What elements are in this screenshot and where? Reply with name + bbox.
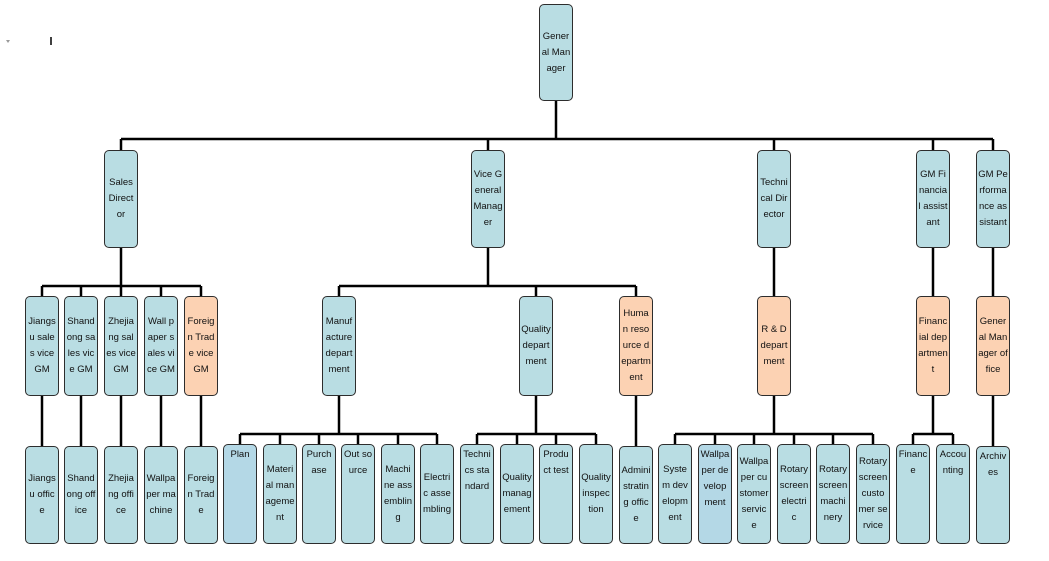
node-administrating-office: Administrating office xyxy=(619,446,653,544)
node-rnd-department: R & D department xyxy=(757,296,791,396)
node-accounting: Accounting xyxy=(936,444,970,544)
node-financial-department: Financial department xyxy=(916,296,950,396)
node-system-development: System development xyxy=(658,444,692,544)
node-plan: Plan xyxy=(223,444,257,544)
node-archives: Archives xyxy=(976,446,1010,544)
node-zhejiang-sales-vice-gm: Zhejiang sales vice GM xyxy=(104,296,138,396)
node-purchase: Purchase xyxy=(302,444,336,544)
node-finance: Finance xyxy=(896,444,930,544)
node-general-manager-office: General Manager office xyxy=(976,296,1010,396)
node-jiangsu-office: Jiangsu office xyxy=(25,446,59,544)
node-wallpaper-machine: Wallpaper machine xyxy=(144,446,178,544)
node-material-management: Material management xyxy=(263,444,297,544)
node-quality-management: Quality management xyxy=(500,444,534,544)
node-jiangsu-sales-vice-gm: Jiangsu sales vice GM xyxy=(25,296,59,396)
node-technics-standard: Technics standard xyxy=(460,444,494,544)
node-wallpaper-customer-service: Wallpaper customer service xyxy=(737,444,771,544)
node-sales-director: Sales Director xyxy=(104,150,138,248)
node-rotary-screen-customer-service: Rotary screen customer service xyxy=(856,444,890,544)
node-quality-department: Quality department xyxy=(519,296,553,396)
node-foreign-trade-vice-gm: Foreign Trade vice GM xyxy=(184,296,218,396)
node-technical-director: Technical Director xyxy=(757,150,791,248)
node-rotary-screen-electric: Rotary screen electric xyxy=(777,444,811,544)
node-machine-assembling: Machine assembling xyxy=(381,444,415,544)
corner-marks xyxy=(6,37,52,45)
node-gm-financial-assistant: GM Financial assistant xyxy=(916,150,950,248)
node-vice-general-manager: Vice General Manager xyxy=(471,150,505,248)
node-gm-performance-assistant: GM Performance assistant xyxy=(976,150,1010,248)
node-manufacture-department: Manufacture department xyxy=(322,296,356,396)
node-zhejiang-office: Zhejiang office xyxy=(104,446,138,544)
node-foreign-trade: Foreign Trade xyxy=(184,446,218,544)
node-shandong-office: Shandong office xyxy=(64,446,98,544)
node-electric-assembling: Electric assembling xyxy=(420,444,454,544)
node-wallpaper-sales-vice-gm: Wall paper sales vice GM xyxy=(144,296,178,396)
node-quality-inspection: Quality inspection xyxy=(579,444,613,544)
node-human-resource-department: Human resource department xyxy=(619,296,653,396)
node-general-manager: General Manager xyxy=(539,4,573,101)
node-wallpaper-development: Wallpaper development xyxy=(698,444,732,544)
node-out-source: Out source xyxy=(341,444,375,544)
node-shandong-sales-vice-gm: Shandong sales vice GM xyxy=(64,296,98,396)
node-product-test: Product test xyxy=(539,444,573,544)
node-rotary-screen-machinery: Rotary screen machinery xyxy=(816,444,850,544)
